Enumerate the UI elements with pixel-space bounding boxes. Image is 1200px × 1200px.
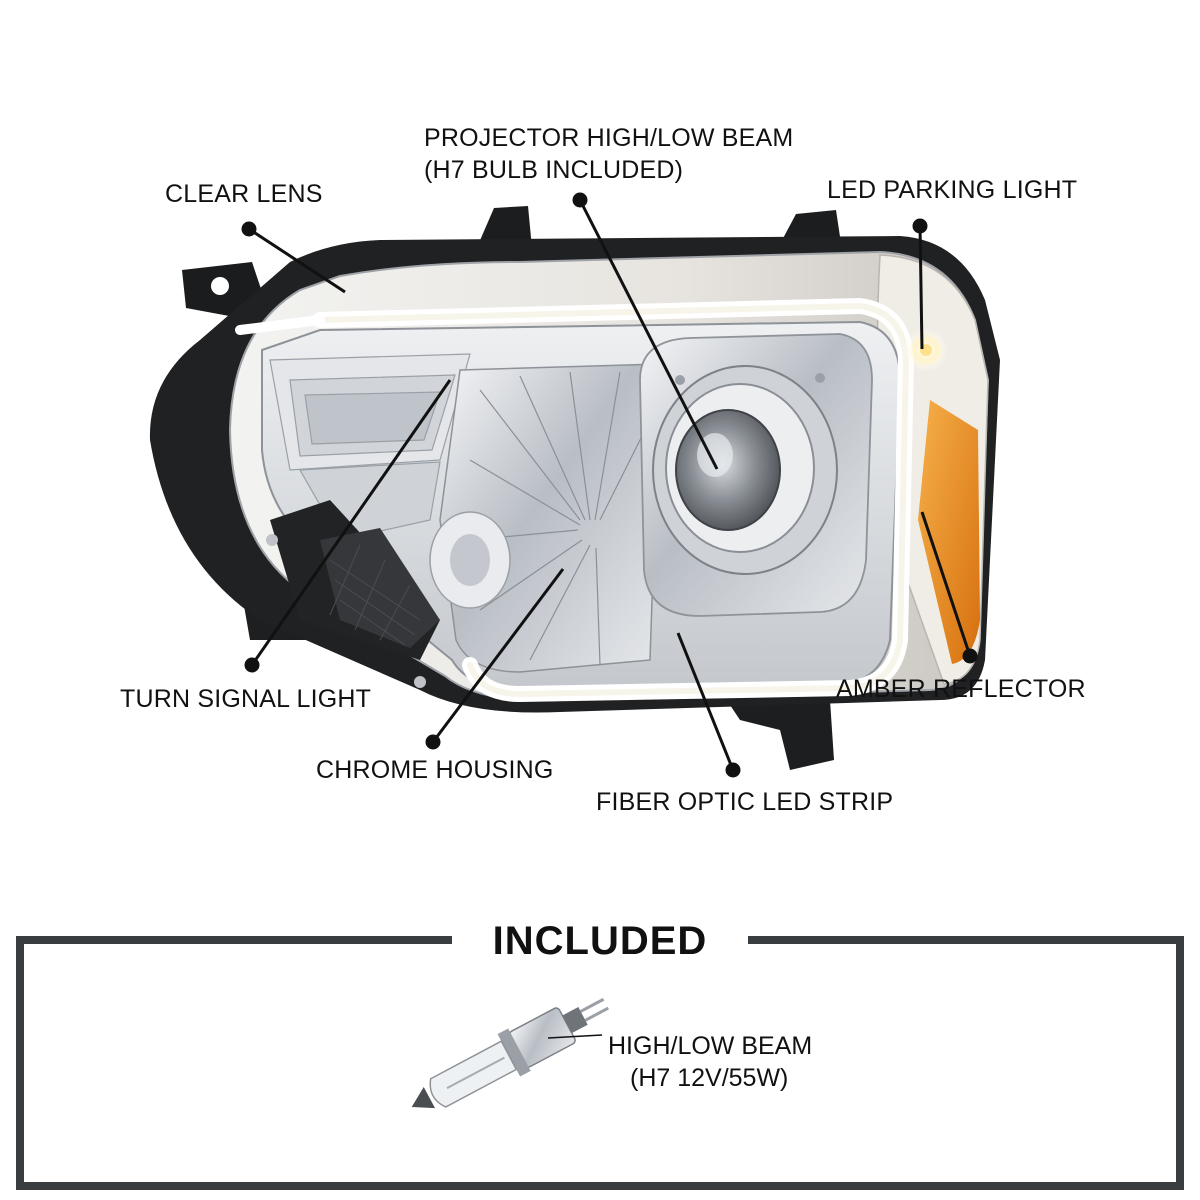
label-turn-signal: TURN SIGNAL LIGHT [120,685,372,713]
projector-module [639,333,873,617]
h7-bulb [411,997,610,1109]
included-bulb-line1: HIGH/LOW BEAM [608,1032,813,1060]
label-projector-line2: (H7 BULB INCLUDED) [424,156,684,184]
label-led-parking: LED PARKING LIGHT [827,176,1078,204]
included-frame [16,936,1184,1190]
leader-fiber-optic [676,632,741,778]
label-clear-lens: CLEAR LENS [165,180,323,208]
label-fiber-optic: FIBER OPTIC LED STRIP [596,788,894,816]
amber-reflector [918,400,980,664]
included-title: INCLUDED [492,919,708,963]
label-chrome-housing: CHROME HOUSING [316,756,554,784]
lower-grille [266,500,440,688]
included-bulb-label: HIGH/LOW BEAM (H7 12V/55W) [608,1030,812,1094]
leader-lines [241,192,978,778]
fiber-optic-led-strip [235,298,914,702]
bulb-leader [547,1034,603,1039]
included-bulb-line2: (H7 12V/55W) [630,1064,789,1092]
label-projector: PROJECTOR HIGH/LOW BEAM (H7 BULB INCLUDE… [424,122,793,186]
leader-chrome-housing [425,568,565,750]
label-projector-line1: PROJECTOR HIGH/LOW BEAM [424,124,794,152]
headlight-assembly [149,206,1001,770]
leader-amber-reflector [920,511,978,664]
leader-turn-signal [244,379,452,673]
leader-led-parking [912,218,928,350]
leader-clear-lens [241,221,346,294]
leader-projector [572,192,719,470]
mounting-tab [478,206,532,248]
chrome-reflector [429,363,661,673]
mounting-hole [211,277,229,295]
label-amber-reflector: AMBER REFLECTOR [836,675,1086,703]
